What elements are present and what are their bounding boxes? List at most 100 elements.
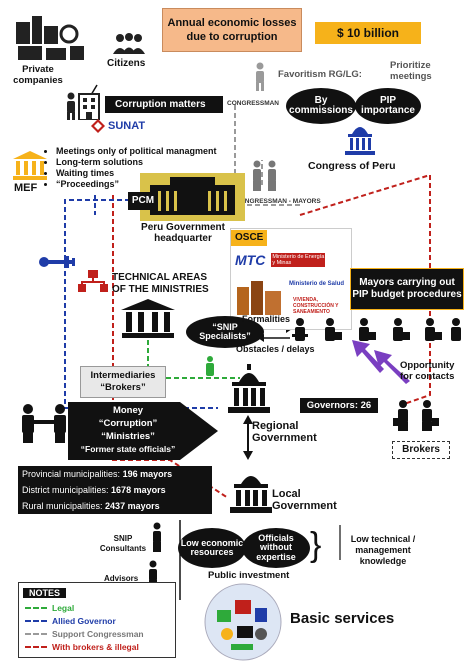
snip-consultants-label: SNIP Consultants [99,534,147,553]
pip-importance-oval: PIP importance [355,88,421,124]
legend-swatch [25,606,47,609]
public-investment-label: Public investment [208,570,290,581]
legend-swatch [25,645,47,648]
technical-areas-label: TECHNICAL AREAS OF THE MINISTRIES [112,272,209,295]
brace: } [310,526,322,564]
legend-brokers-illegal: With brokers & illegal [25,640,175,653]
officials-expertise-oval: Officials without expertise [242,528,310,568]
notes-title: NOTES [23,588,67,598]
consultant-person-icon [153,522,161,552]
money-line: “Former state officials” [80,444,176,454]
regional-building-icon [228,364,270,413]
intermediaries-box: Intermediaries “Brokers” [80,366,166,398]
advisors-label: Advisors [104,574,139,583]
brokers-box: Brokers [392,441,450,459]
mef-item: Waiting times [56,168,229,179]
money-line: “Ministries” [101,431,155,442]
regional-gov-label: Regional Government [252,420,317,444]
snip-specialists-label: “SNIP Specialists” [199,321,251,341]
citizens-label: Citizens [107,58,146,69]
legend-support-congressman: Support Congressman [25,627,175,640]
legend-label: Legal [52,602,75,613]
pcm-box: PCM [128,192,158,210]
governors-label: Governors: 26 [306,400,372,411]
ministerio-vivienda-label: VIVIENDA, CONSTRUCCIÓN Y SANEAMIENTO [293,297,339,315]
rural-value: 2437 mayors [105,501,160,511]
by-commissions-oval: By commissions [286,88,356,124]
low-resources-label: Low economic resources [180,537,244,557]
basic-services-label: Basic services [290,610,395,627]
losses-value: $ 10 billion [336,26,399,40]
ministry-building-graphic [237,281,281,315]
sunat-logo: SUNAT [90,118,145,134]
sunat-icon [91,119,105,133]
mef-label: MEF [14,182,38,194]
congress-building-icon [345,127,375,155]
provincial-value: 196 mayors [122,469,173,479]
low-resources-oval: Low economic resources [178,528,246,568]
mef-item: Meetings only of political managment [56,146,229,157]
notes-legend: NOTES Legal Allied Governor Support Cong… [18,582,176,658]
network-icon [78,270,108,292]
governors-box: Governors: 26 [300,398,378,413]
mef-building-icon [13,151,47,180]
corruption-matters-box: Corruption matters [105,96,223,113]
legend-label: With brokers & illegal [52,641,139,652]
osce-logo: OSCE [231,230,268,246]
municipalities-box: Provincial municipalities: 196 mayors Di… [18,466,212,514]
handshake-icon [22,404,66,443]
losses-title-box: Annual economic losses due to corruption [162,8,302,52]
opportunity-label: Opportunity for contacts [400,360,455,382]
corruption-matters-label: Corruption matters [115,99,206,110]
money-line: Money [112,405,144,416]
private-companies-label: Private companies [13,64,63,86]
low-technical-label: Low technical / management knowledge [350,534,416,566]
mef-item: “Proceedings” [56,179,229,190]
snip-specialists-oval: “SNIP Specialists” [186,316,264,348]
obstacles-label: Obstacles / delays [236,344,315,354]
ministerio-energia-label: Ministerio de Energía y Minas [271,253,326,267]
sunat-label: SUNAT [108,120,146,132]
provincial-label: Provincial municipalities: [22,469,121,479]
money-text: Money “Corruption” “Ministries” “Former … [72,404,184,456]
citizens-icon [113,33,145,54]
brokers-icon [393,400,439,431]
basic-services-icon [204,583,282,661]
pcm-label: PCM [131,195,155,206]
officials-expertise-label: Officials without expertise [256,532,296,562]
district-value: 1678 mayors [111,485,166,495]
local-gov-label: Local Government [272,488,337,512]
congressman-mayors-label: CONGRESSMAN - MAYORS [235,198,321,205]
money-arrow-shape [68,402,218,460]
mayors-queue-icon [292,318,461,341]
mef-item: Long-term solutions [56,157,229,168]
ministerio-salud-label: Ministerio de Salud [289,281,345,287]
pip-importance-label: PIP importance [361,94,415,116]
building-icon [78,93,100,120]
favoritism-person-icon [256,62,264,91]
brokers-label: Brokers [402,444,440,455]
rural-row: Rural municipalities: 2437 mayors [22,498,212,514]
rural-label: Rural municipalities: [22,501,103,511]
district-label: District municipalities: [22,485,109,495]
congressman-label: CONGRESSMAN [227,100,280,107]
usb-key-icon [39,256,75,268]
private-companies-icon [16,16,84,60]
green-person-icon [206,356,214,376]
local-building-icon [230,476,272,513]
mef-items: Meetings only of political managment Lon… [44,146,229,190]
legend-legal: Legal [25,601,175,614]
intermediaries-label: Intermediaries “Brokers” [90,370,156,393]
congressman-mayors-icon [253,160,276,191]
favoritism-label: Favoritism RG/LG: [278,69,362,80]
person-icon [67,92,75,120]
legend-swatch [25,632,47,635]
peru-gov-label: Peru Government headquarter [141,222,225,244]
by-commissions-label: By commissions [289,94,353,116]
losses-value-box: $ 10 billion [315,22,421,44]
formalities-label: Formalities [242,314,291,324]
legend-label: Allied Governor [52,615,116,626]
mayors-pip-box: Mayors carrying out PIP budget procedure… [350,268,464,310]
congress-label: Congress of Peru [308,160,396,172]
prioritize-label: Prioritize meetings [390,60,432,82]
